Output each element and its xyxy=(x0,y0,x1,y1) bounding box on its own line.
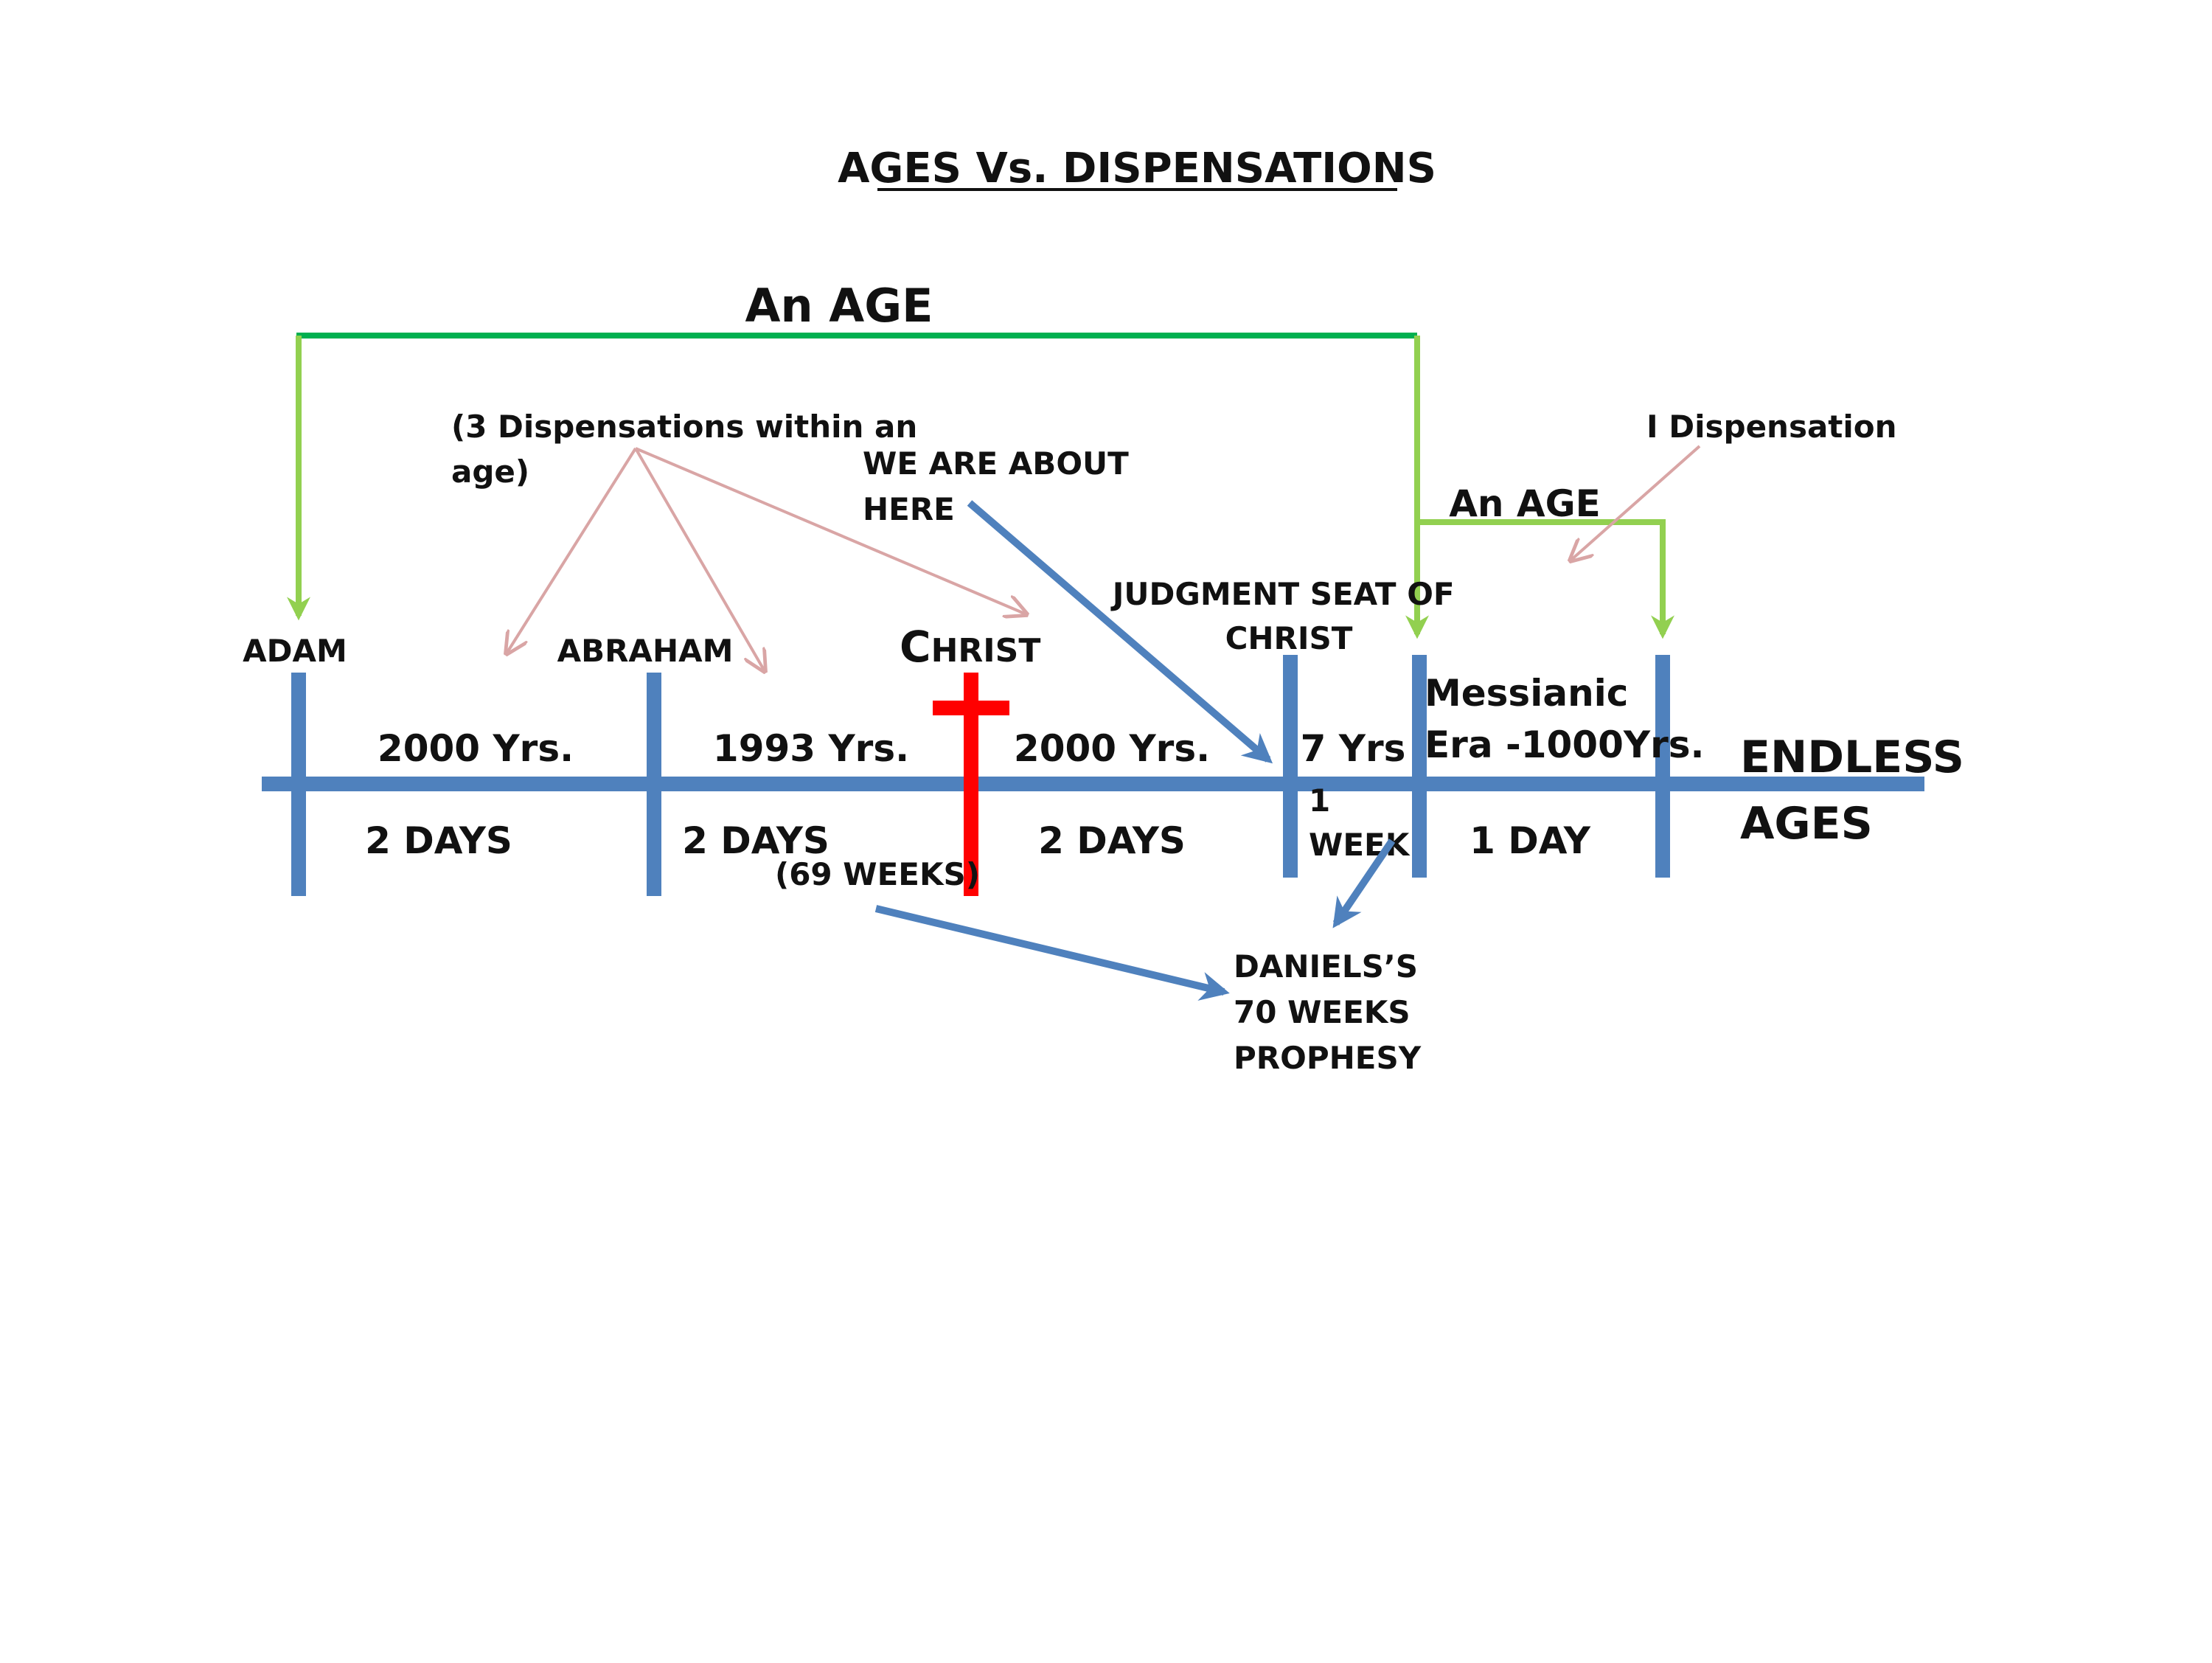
weeks-69-label: (69 WEEKS) xyxy=(775,856,980,892)
single-dispensation-arrow xyxy=(1571,445,1701,560)
dispensations-note: (3 Dispensations within an age) xyxy=(451,409,928,490)
period-3-years: 2000 Yrs. xyxy=(1014,727,1210,770)
christ-label: CHRIST xyxy=(900,622,1040,672)
age-label-second: An AGE xyxy=(1449,482,1601,525)
week-to-daniel-arrow xyxy=(1332,839,1396,928)
page-title: AGES Vs. DISPENSATIONS xyxy=(838,145,1436,192)
dispensation-arrow-3 xyxy=(635,447,1026,614)
messianic-era-label: Messianic Era -1000Yrs. xyxy=(1425,672,1705,766)
cross-icon xyxy=(933,673,1009,896)
daniels-prophecy-label: DANIELS’S 70 WEEKS PROPHESY xyxy=(1234,948,1429,1076)
judgment-seat-label: JUDGMENT SEAT OF CHRIST xyxy=(1110,576,1465,656)
second-age-bracket xyxy=(1419,519,1674,639)
endless-ages-label: ENDLESS AGES xyxy=(1740,732,1980,850)
period-2-days: 2 DAYS xyxy=(682,819,830,862)
period-3-days: 2 DAYS xyxy=(1038,819,1186,862)
tribulation-years: 7 Yrs xyxy=(1301,727,1406,770)
period-2-years: 1993 Yrs. xyxy=(713,727,909,770)
messianic-days: 1 DAY xyxy=(1470,819,1591,862)
single-dispensation-note: I Dispensation xyxy=(1646,409,1897,445)
period-1-days: 2 DAYS xyxy=(365,819,512,862)
dispensation-arrow-1 xyxy=(507,447,637,653)
age-label-main: An AGE xyxy=(745,279,933,333)
abraham-label: ABRAHAM xyxy=(557,633,734,669)
dispensation-arrow-2 xyxy=(634,447,765,671)
weeks-69-arrow xyxy=(874,905,1230,1001)
we-are-here-note: WE ARE ABOUT HERE xyxy=(863,445,1139,527)
we-are-here-arrow xyxy=(967,500,1273,764)
period-1-years: 2000 Yrs. xyxy=(378,727,574,770)
adam-label: ADAM xyxy=(243,633,347,669)
tribulation-week: 1 WEEK xyxy=(1309,782,1411,863)
